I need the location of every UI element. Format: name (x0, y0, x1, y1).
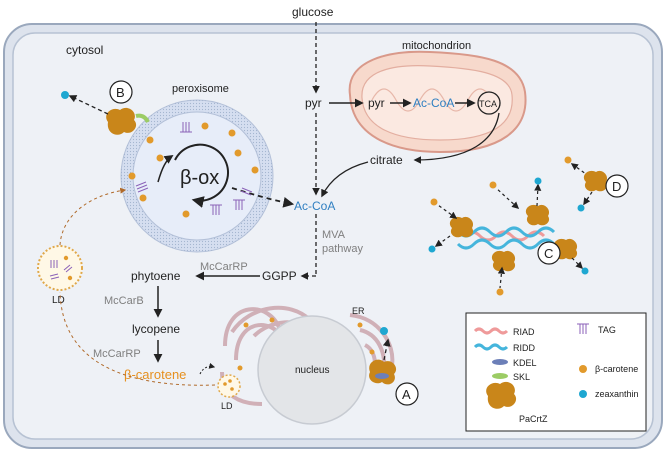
legend-kdel: KDEL (513, 358, 537, 368)
lipid-droplet-small (217, 374, 241, 398)
riad-ridd-scaffold (456, 226, 556, 250)
bcarotene-label: β-carotene (124, 367, 186, 382)
phytoene-label: phytoene (131, 269, 181, 283)
label-a: A (402, 387, 411, 402)
label-c-circle (537, 241, 561, 265)
c-pigments (428, 177, 589, 296)
mitochondrion-label: mitochondrion (402, 40, 471, 52)
tca-to-citrate-arrow (413, 112, 500, 164)
ld-label-left: LD (52, 295, 65, 306)
c-arrows (434, 183, 584, 289)
enzyme-mccarrp-1: McCarRP (200, 261, 248, 273)
nucleus-label: nucleus (295, 365, 329, 376)
zeaxanthin-b (61, 91, 69, 99)
citrate-label: citrate (370, 153, 403, 167)
lycopene-label: lycopene (132, 322, 180, 336)
legend-ridd: RIDD (513, 343, 535, 353)
legend-bcarotene-swatch (579, 365, 587, 373)
pyr-mito: pyr (368, 96, 385, 110)
label-a-circle (395, 382, 419, 406)
lipid-droplet-left (37, 245, 83, 291)
legend-zeaxanthin-swatch (579, 390, 587, 398)
glucose-label: glucose (292, 5, 334, 19)
nucleus (257, 315, 367, 425)
ld-small-to-ld-left (59, 291, 216, 386)
enzyme-mccarb: McCarB (104, 295, 144, 307)
tca-label: TCA (479, 99, 497, 109)
legend-riad: RIAD (513, 327, 535, 337)
legend-tag-swatch (577, 323, 589, 334)
legend-riad-swatch (473, 327, 509, 335)
mva-label-1: MVA (322, 229, 346, 241)
er-carotene-dots (237, 317, 375, 371)
label-d-circle (605, 174, 629, 198)
beta-ox-cycle (174, 143, 229, 208)
peroxisome (120, 99, 274, 253)
legend-skl: SKL (513, 372, 530, 382)
d-export-arrow (583, 191, 593, 206)
pacrtz-a (369, 359, 397, 385)
er-label: ER (352, 306, 365, 316)
tca-cycle (477, 91, 501, 115)
acoa-mito: Ac-CoA (413, 96, 454, 110)
label-d: D (612, 179, 621, 194)
mitochondrion (348, 50, 527, 154)
legend: RIAD RIDD KDEL SKL PaCrtZ TAG β-carotene… (465, 312, 647, 432)
zeaxanthin-a (380, 327, 388, 335)
mva-label-2: pathway (322, 243, 363, 255)
carotene-d (564, 156, 572, 164)
cytosol-label: cytosol (66, 43, 103, 57)
legend-zeaxanthin: zeaxanthin (595, 389, 639, 399)
legend-skl-swatch (492, 373, 508, 379)
peroxisome-contents (128, 122, 259, 218)
enzyme-mccarrp-2: McCarRP (93, 348, 141, 360)
legend-tag: TAG (598, 325, 616, 335)
legend-pacrtz-swatch (486, 381, 517, 409)
label-c: C (544, 246, 553, 261)
ld-label-small: LD (221, 401, 233, 411)
label-b-circle (109, 80, 133, 104)
pacrtz-d (583, 170, 608, 192)
legend-pacrtz: PaCrtZ (519, 414, 548, 424)
label-b: B (116, 85, 125, 100)
legend-bcarotene: β-carotene (595, 364, 638, 374)
ggpp-label: GGPP (262, 269, 297, 283)
b-export-arrow (68, 95, 109, 115)
zeaxanthin-d (577, 204, 585, 212)
legend-kdel-swatch (492, 359, 508, 365)
beta-ox-to-acoa-arrow (231, 187, 295, 208)
bcarotene-to-er-arrow (199, 362, 216, 375)
a-export-arrow (382, 338, 391, 361)
tag-to-beta-ox-arrow (157, 155, 174, 183)
peroxisome-label: peroxisome (172, 83, 229, 95)
pacrtz-b (106, 107, 150, 135)
d-uptake-arrow (570, 163, 587, 175)
acoa-cytosol: Ac-CoA (294, 199, 335, 213)
citrate-to-acoa-arrow (321, 161, 369, 198)
ld-to-peroxisome-arrow (59, 187, 127, 246)
pyr-cytosol: pyr (305, 96, 322, 110)
legend-ridd-swatch (473, 343, 509, 351)
beta-ox-label: β-ox (180, 167, 219, 189)
